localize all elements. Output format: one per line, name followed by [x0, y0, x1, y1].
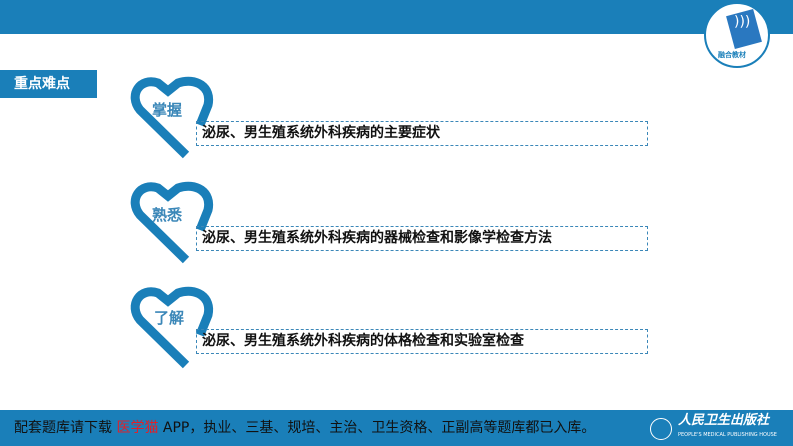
tag-understand: 了解 — [154, 309, 185, 327]
publisher-emblem-icon — [650, 418, 672, 440]
publisher-name-en: PEOPLE'S MEDICAL PUBLISHING HOUSE — [678, 432, 777, 438]
publisher-name: 人民卫生出版社 — [678, 413, 770, 428]
tag-master: 掌握 — [152, 101, 183, 119]
footer-text: 配套题库请下载 医学猫 APP，执业、三基、规培、主治、卫生资格、正副高等题库都… — [14, 410, 595, 446]
wifi-touch-icon: ))) — [734, 14, 751, 30]
logo-text: 融合教材 — [718, 51, 746, 59]
footer-prefix: 配套题库请下载 — [14, 420, 112, 436]
heart-icon — [130, 76, 214, 159]
heart-icon — [130, 286, 214, 369]
key-point-2: 泌尿、男生殖系统外科疾病的器械检查和影像学检查方法 — [196, 226, 648, 251]
top-bar — [0, 0, 793, 34]
section-title: 重点难点 — [0, 70, 97, 98]
publisher-logo: 人民卫生出版社 PEOPLE'S MEDICAL PUBLISHING HOUS… — [650, 410, 793, 446]
app-name[interactable]: 医学猫 — [116, 420, 159, 436]
key-point-1: 泌尿、男生殖系统外科疾病的主要症状 — [196, 121, 648, 146]
tag-familiar: 熟悉 — [152, 206, 183, 224]
footer-bar: 配套题库请下载 医学猫 APP，执业、三基、规培、主治、卫生资格、正副高等题库都… — [0, 410, 793, 446]
footer-suffix: APP，执业、三基、规培、主治、卫生资格、正副高等题库都已入库。 — [162, 420, 596, 436]
key-point-3: 泌尿、男生殖系统外科疾病的体格检查和实验室检查 — [196, 329, 648, 354]
heart-icon — [130, 181, 214, 264]
fusion-textbook-logo: ))) 融合教材 — [704, 2, 770, 68]
